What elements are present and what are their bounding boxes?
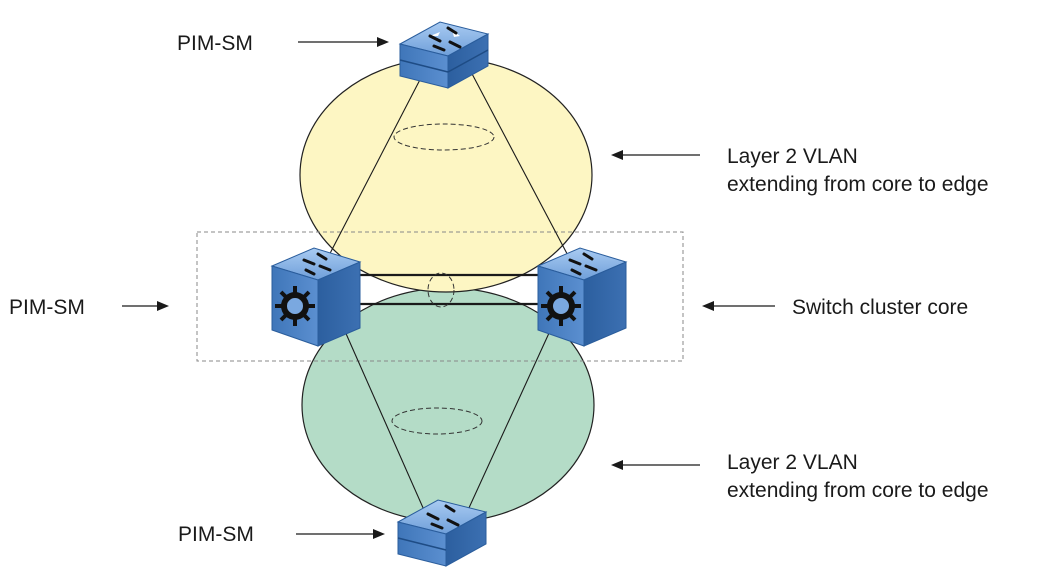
arrow-cluster-core	[702, 301, 775, 311]
bottom-router-icon[interactable]	[396, 499, 488, 567]
left-switch-label: PIM-SM	[9, 296, 85, 319]
link-top-right	[469, 69, 574, 266]
cluster-core-label: Switch cluster core	[792, 296, 968, 319]
lower-vlan-ring	[391, 407, 483, 435]
arrow-upper-vlan	[611, 150, 700, 160]
link-bottom-left	[339, 319, 425, 511]
arrow-top-router	[298, 37, 389, 47]
arrow-lower-vlan	[611, 460, 700, 470]
left-routing-switch-icon[interactable]	[270, 247, 362, 347]
switch-cluster-core-box	[196, 231, 684, 362]
core-link-ring	[427, 272, 455, 308]
upper-vlan-label-line1: Layer 2 VLAN	[727, 145, 858, 168]
link-bottom-right	[467, 319, 556, 511]
bottom-router-label: PIM-SM	[178, 523, 254, 546]
top-router-icon[interactable]	[398, 21, 490, 89]
arrow-left-switch	[122, 301, 169, 311]
upper-vlan-label-line2: extending from core to edge	[727, 173, 989, 196]
arrow-bottom-router	[296, 529, 385, 539]
right-routing-switch-icon[interactable]	[536, 247, 628, 347]
lower-vlan-label-line2: extending from core to edge	[727, 479, 989, 502]
lower-vlan-label-line1: Layer 2 VLAN	[727, 451, 858, 474]
upper-vlan-ring	[393, 123, 495, 151]
top-router-label: PIM-SM	[177, 32, 253, 55]
link-top-left	[323, 69, 426, 266]
